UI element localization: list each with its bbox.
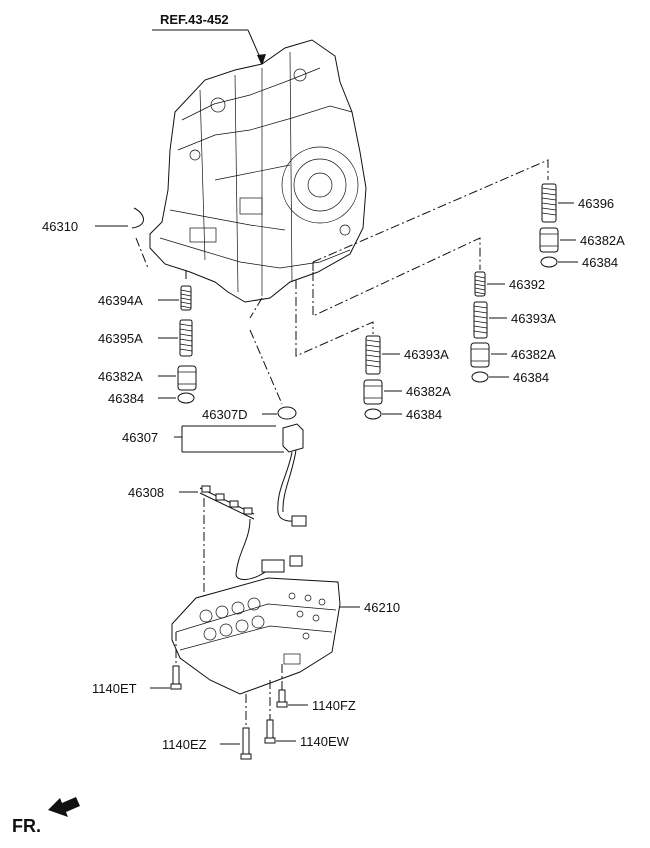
harness-46308: 46308 (128, 485, 303, 580)
plug-46382A-midright: 46382A (470, 342, 556, 368)
front-direction-indicator: FR. (12, 797, 80, 836)
label-46392: 46392 (509, 277, 545, 292)
label-46382A-mid: 46382A (406, 384, 451, 399)
label-1140EW: 1140EW (300, 734, 350, 749)
reference-label: REF.43-452 (160, 12, 229, 27)
oring-46384-right: 46384 (540, 255, 618, 270)
label-46384-right: 46384 (582, 255, 618, 270)
bolt-1140ET: 1140ET (92, 632, 182, 696)
clip-46310: 46310 (42, 207, 149, 269)
oring-46307D: 46307D (202, 406, 297, 422)
label-46396: 46396 (578, 196, 614, 211)
oring-46384-midright: 46384 (471, 370, 549, 385)
label-46310: 46310 (42, 219, 78, 234)
label-46384-mid: 46384 (406, 407, 442, 422)
label-46384-midright: 46384 (513, 370, 549, 385)
label-46382A-left: 46382A (98, 369, 143, 384)
label-1140EZ: 1140EZ (162, 737, 207, 752)
spring-46392: 46392 (474, 271, 545, 297)
transmission-case (149, 39, 367, 303)
bolt-1140EW: 1140EW (264, 680, 350, 749)
label-46395A: 46395A (98, 331, 143, 346)
label-46384-left: 46384 (108, 391, 144, 406)
connector-guide-1 (249, 297, 263, 319)
label-46308: 46308 (128, 485, 164, 500)
label-46393A-mid: 46393A (404, 347, 449, 362)
harness-46307: 46307 (122, 423, 307, 527)
spring-46394A: 46394A (98, 285, 192, 311)
bolt-1140EZ: 1140EZ (162, 694, 252, 760)
label-46307: 46307 (122, 430, 158, 445)
plug-46382A-left: 46382A (98, 365, 197, 391)
spring-46396: 46396 (541, 183, 614, 223)
label-46210: 46210 (364, 600, 400, 615)
label-46382A-right: 46382A (580, 233, 625, 248)
valve-body-46210: 46210 (171, 577, 400, 695)
reference-callout: REF.43-452 (152, 12, 266, 66)
plug-46382A-mid: 46382A (363, 379, 451, 405)
spring-46393A-mid: 46393A (365, 335, 449, 375)
right-guides (295, 159, 549, 357)
label-1140ET: 1140ET (92, 681, 137, 696)
label-46393A-right: 46393A (511, 311, 556, 326)
front-arrow-icon (48, 797, 80, 817)
plug-46382A-right: 46382A (539, 227, 625, 253)
label-46307D: 46307D (202, 407, 248, 422)
front-label: FR. (12, 816, 41, 836)
oring-46384-mid: 46384 (364, 407, 442, 422)
label-1140FZ: 1140FZ (312, 698, 356, 713)
connector-guide-2 (249, 329, 283, 405)
spring-46395A: 46395A (98, 319, 193, 357)
bolt-1140FZ: 1140FZ (276, 664, 356, 713)
label-46394A: 46394A (98, 293, 143, 308)
spring-46393A-right: 46393A (473, 301, 556, 339)
oring-46384-left: 46384 (108, 391, 195, 406)
label-46382A-midright: 46382A (511, 347, 556, 362)
